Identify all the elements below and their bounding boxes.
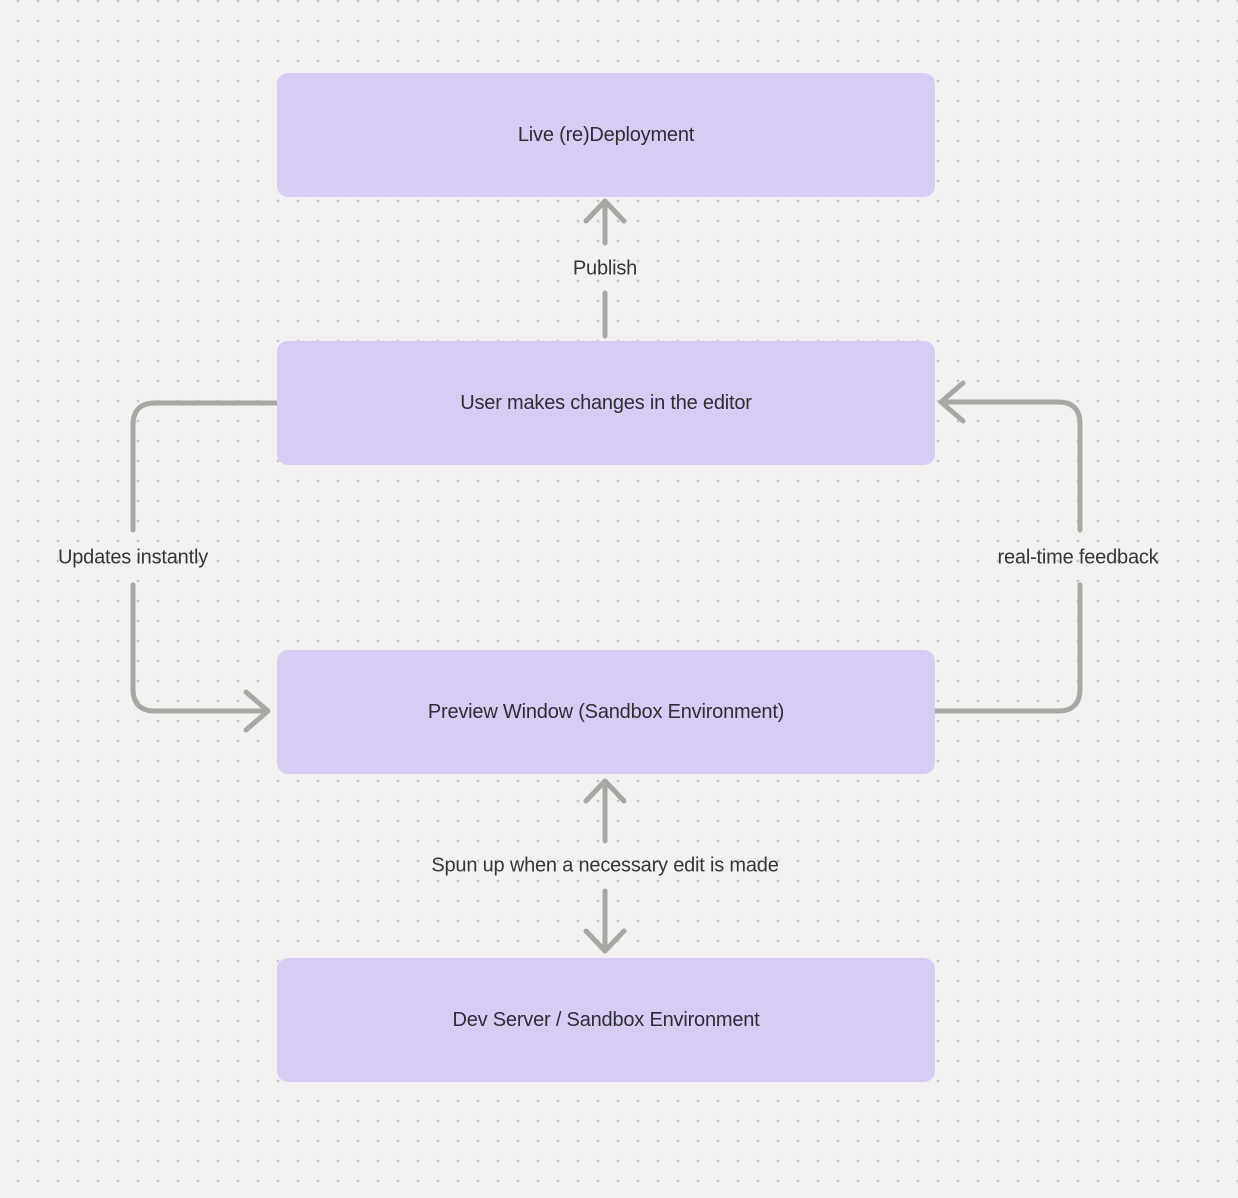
node-preview-window-label: Preview Window (Sandbox Environment) — [427, 700, 785, 723]
edge-label-realtime-feedback: real-time feedback — [997, 546, 1159, 569]
edge-label-spun-up: Spun up when a necessary edit is made — [431, 854, 779, 877]
spunup-arrow-up-segment — [583, 778, 627, 844]
feedback-connector-top-segment — [938, 380, 1083, 533]
updates-connector-top-segment — [130, 400, 280, 533]
node-user-editor[interactable]: User makes changes in the editor — [277, 341, 935, 465]
node-user-editor-label: User makes changes in the editor — [460, 391, 752, 414]
updates-connector-bottom-segment — [130, 582, 271, 733]
edge-label-updates-instantly: Updates instantly — [57, 546, 209, 569]
node-preview-window[interactable]: Preview Window (Sandbox Environment) — [277, 650, 935, 774]
edge-label-publish: Publish — [572, 257, 638, 280]
node-live-redeployment-label: Live (re)Deployment — [517, 123, 695, 146]
feedback-connector-bottom-segment — [932, 582, 1083, 714]
node-dev-server[interactable]: Dev Server / Sandbox Environment — [277, 958, 935, 1082]
node-live-redeployment[interactable]: Live (re)Deployment — [277, 73, 935, 197]
node-dev-server-label: Dev Server / Sandbox Environment — [452, 1008, 760, 1031]
publish-arrow-head-segment — [583, 198, 627, 246]
spunup-arrow-down-segment — [583, 888, 627, 954]
